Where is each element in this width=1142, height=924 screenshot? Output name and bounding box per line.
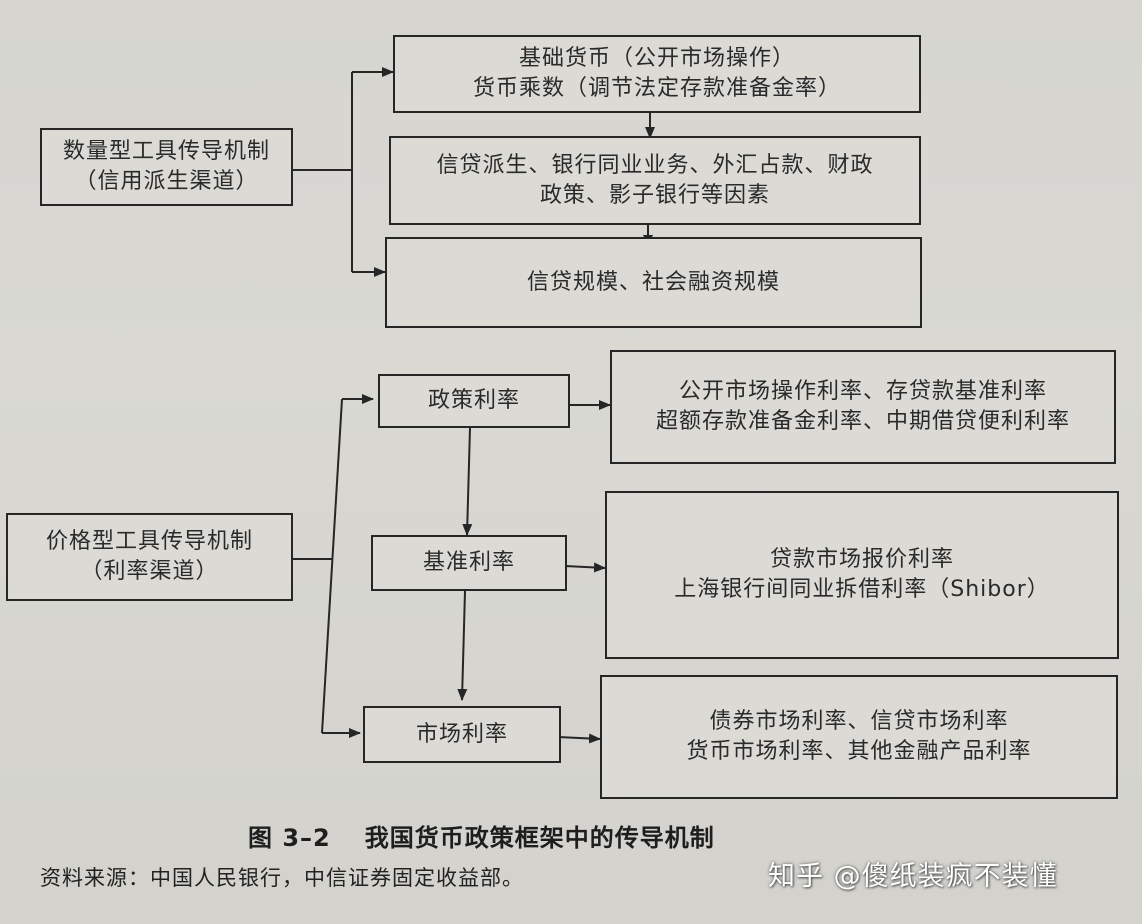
policy-rate-label: 政策利率 [427, 388, 520, 413]
benchmark-rate-detail-box: 贷款市场报价利率 上海银行间同业拆借利率（Shibor） [605, 491, 1119, 659]
benchmark-rate-label: 基准利率 [422, 550, 515, 575]
figure-caption: 图 3–2 我国货币政策框架中的传导机制 [248, 818, 715, 853]
benchmark-rate-box: 基准利率 [371, 535, 567, 591]
policy-rate-detail-box: 公开市场操作利率、存贷款基准利率 超额存款准备金利率、中期借贷便利利率 [610, 350, 1116, 464]
credit-factors-box: 信贷派生、银行同业业务、外汇占款、财政 政策、影子银行等因素 [389, 136, 921, 225]
base-money-box: 基础货币（公开市场操作） 货币乘数（调节法定存款准备金率） [393, 35, 921, 113]
quantity-root-line2: （信用派生渠道） [74, 169, 259, 194]
market-rate-label: 市场利率 [415, 721, 508, 747]
market-rate-box: 市场利率 [363, 706, 561, 763]
policy-rate-detail-line2: 超额存款准备金利率、中期借贷便利利率 [655, 409, 1070, 434]
quantity-mechanism-box: 数量型工具传导机制 （信用派生渠道） [40, 128, 293, 206]
market-rate-detail-line1: 债券市场利率、信贷市场利率 [709, 709, 1009, 734]
price-root-line1: 价格型工具传导机制 [45, 529, 253, 554]
credit-factors-line2: 政策、影子银行等因素 [539, 182, 770, 208]
watermark: 知乎 @傻纸装疯不装懂 [768, 861, 1058, 892]
credit-factors-line1: 信贷派生、银行同业业务、外汇占款、财政 [436, 152, 874, 178]
policy-rate-detail-line1: 公开市场操作利率、存贷款基准利率 [678, 379, 1047, 404]
credit-scale-line1: 信贷规模、社会融资规模 [526, 269, 780, 295]
base-money-line1: 基础货币（公开市场操作） [518, 46, 795, 71]
market-rate-detail-box: 债券市场利率、信贷市场利率 货币市场利率、其他金融产品利率 [600, 675, 1118, 799]
market-rate-detail-line2: 货币市场利率、其他金融产品利率 [686, 739, 1032, 764]
base-money-line2: 货币乘数（调节法定存款准备金率） [472, 76, 841, 101]
credit-scale-box: 信贷规模、社会融资规模 [385, 237, 922, 328]
benchmark-rate-detail-line1: 贷款市场报价利率 [769, 547, 954, 572]
figure-title: 我国货币政策框架中的传导机制 [364, 824, 715, 852]
policy-rate-box: 政策利率 [378, 374, 570, 428]
figure-number: 图 3–2 [248, 824, 331, 852]
price-mechanism-box: 价格型工具传导机制 （利率渠道） [6, 513, 293, 601]
price-root-line2: （利率渠道） [80, 559, 219, 584]
quantity-root-line1: 数量型工具传导机制 [62, 139, 270, 164]
data-source: 资料来源：中国人民银行，中信证券固定收益部。 [40, 866, 524, 890]
benchmark-rate-detail-line2: 上海银行间同业拆借利率（Shibor） [674, 577, 1050, 602]
